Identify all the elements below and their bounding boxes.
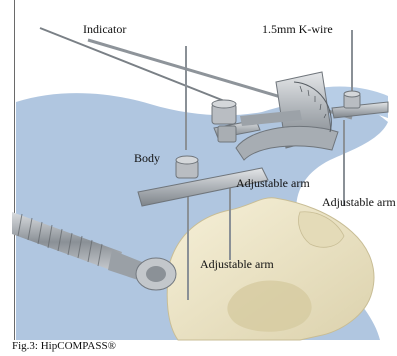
label-indicator: Indicator [83, 23, 126, 35]
label-adjustable-arm-3: Adjustable arm [200, 258, 274, 270]
indicator-rod [40, 28, 232, 104]
label-adjustable-arm-1: Adjustable arm [236, 177, 310, 189]
label-body: Body [134, 152, 160, 164]
figure-caption: Fig.3: HipCOMPASS® [12, 341, 116, 352]
label-k-wire: 1.5mm K-wire [262, 23, 333, 35]
label-adjustable-arm-2: Adjustable arm [322, 196, 396, 208]
